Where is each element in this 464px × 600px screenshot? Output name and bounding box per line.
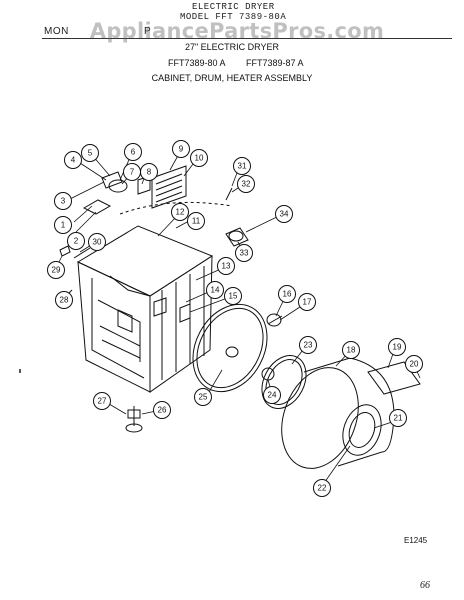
title-size: 27" ELECTRIC DRYER	[184, 42, 280, 52]
callout-22: 22	[313, 479, 331, 497]
callout-6: 6	[124, 143, 142, 161]
edge-tick	[19, 369, 21, 373]
title-section: CABINET, DRUM, HEATER ASSEMBLY	[151, 73, 313, 83]
callout-17: 17	[298, 293, 316, 311]
exploded-view-diagram: 1 2 3 4 5 6 7 8 9 10 11 12 13 14 15 16 1…	[47, 140, 423, 497]
svg-text:30: 30	[93, 238, 102, 247]
svg-text:18: 18	[347, 346, 356, 355]
callout-21: 21	[389, 409, 407, 427]
callout-5: 5	[81, 144, 99, 162]
svg-text:21: 21	[394, 414, 403, 423]
callout-25: 25	[194, 388, 212, 406]
header-typed-line-1: ELECTRIC DRYER	[192, 2, 275, 12]
callout-11: 11	[187, 212, 205, 230]
callout-30: 30	[88, 233, 106, 251]
figure-code: E1245	[404, 536, 428, 545]
callout-19: 19	[388, 338, 406, 356]
callout-7: 7	[123, 163, 141, 181]
callout-10: 10	[190, 149, 208, 167]
callout-14: 14	[206, 281, 224, 299]
svg-text:34: 34	[280, 210, 289, 219]
svg-text:19: 19	[393, 343, 402, 352]
header-left-label: MON	[44, 26, 69, 37]
svg-text:15: 15	[229, 292, 238, 301]
svg-text:24: 24	[268, 391, 277, 400]
callout-26: 26	[153, 401, 171, 419]
callout-28: 28	[55, 291, 73, 309]
callout-24: 24	[263, 386, 281, 404]
svg-text:8: 8	[147, 168, 152, 177]
svg-text:27: 27	[98, 397, 107, 406]
header-left-label-tail: P	[144, 26, 152, 37]
svg-text:28: 28	[60, 296, 69, 305]
callout-29: 29	[47, 261, 65, 279]
callout-12: 12	[171, 203, 189, 221]
title-model-a: FFT7389-80 A	[168, 58, 226, 68]
callout-2: 2	[67, 232, 85, 250]
svg-text:2: 2	[74, 237, 79, 246]
svg-text:23: 23	[304, 341, 313, 350]
callout-4: 4	[64, 151, 82, 169]
callout-8: 8	[140, 163, 158, 181]
leader-lines	[55, 151, 421, 487]
title-model-b: FFT7389-87 A	[246, 58, 304, 68]
svg-text:31: 31	[238, 162, 247, 171]
callout-34: 34	[275, 205, 293, 223]
callout-20: 20	[405, 355, 423, 373]
svg-text:10: 10	[195, 154, 204, 163]
leveling-leg-drawing	[65, 289, 143, 433]
svg-text:4: 4	[71, 156, 76, 165]
svg-text:5: 5	[88, 149, 93, 158]
svg-text:25: 25	[199, 393, 208, 402]
svg-text:13: 13	[222, 262, 231, 271]
svg-text:12: 12	[176, 208, 185, 217]
svg-text:11: 11	[192, 217, 201, 226]
svg-text:20: 20	[410, 360, 419, 369]
svg-text:1: 1	[61, 221, 66, 230]
callout-15: 15	[224, 287, 242, 305]
callout-23: 23	[299, 336, 317, 354]
callout-31: 31	[233, 157, 251, 175]
svg-text:6: 6	[131, 148, 136, 157]
callout-16: 16	[278, 285, 296, 303]
svg-text:29: 29	[52, 266, 61, 275]
svg-text:22: 22	[318, 484, 327, 493]
svg-text:9: 9	[179, 145, 184, 154]
callout-3: 3	[54, 192, 72, 210]
svg-text:16: 16	[283, 290, 292, 299]
svg-text:32: 32	[242, 180, 251, 189]
watermark: AppliancePartsPros.com	[89, 19, 385, 43]
svg-text:26: 26	[158, 406, 167, 415]
callout-9: 9	[172, 140, 190, 158]
handwritten-page-mark: 66	[420, 580, 430, 591]
header-typed-line-2: MODEL FFT 7389-80A	[180, 12, 287, 22]
svg-text:3: 3	[61, 197, 66, 206]
svg-text:33: 33	[240, 249, 249, 258]
callout-27: 27	[93, 392, 111, 410]
callout-13: 13	[217, 257, 235, 275]
callout-18: 18	[342, 341, 360, 359]
callout-32: 32	[237, 175, 255, 193]
callout-33: 33	[235, 244, 253, 262]
callout-1: 1	[54, 216, 72, 234]
cabinet-drawing	[76, 225, 214, 393]
svg-text:14: 14	[211, 286, 220, 295]
svg-text:7: 7	[130, 168, 135, 177]
svg-text:17: 17	[303, 298, 312, 307]
header-rule	[42, 38, 452, 39]
top-parts-drawing	[59, 165, 249, 259]
